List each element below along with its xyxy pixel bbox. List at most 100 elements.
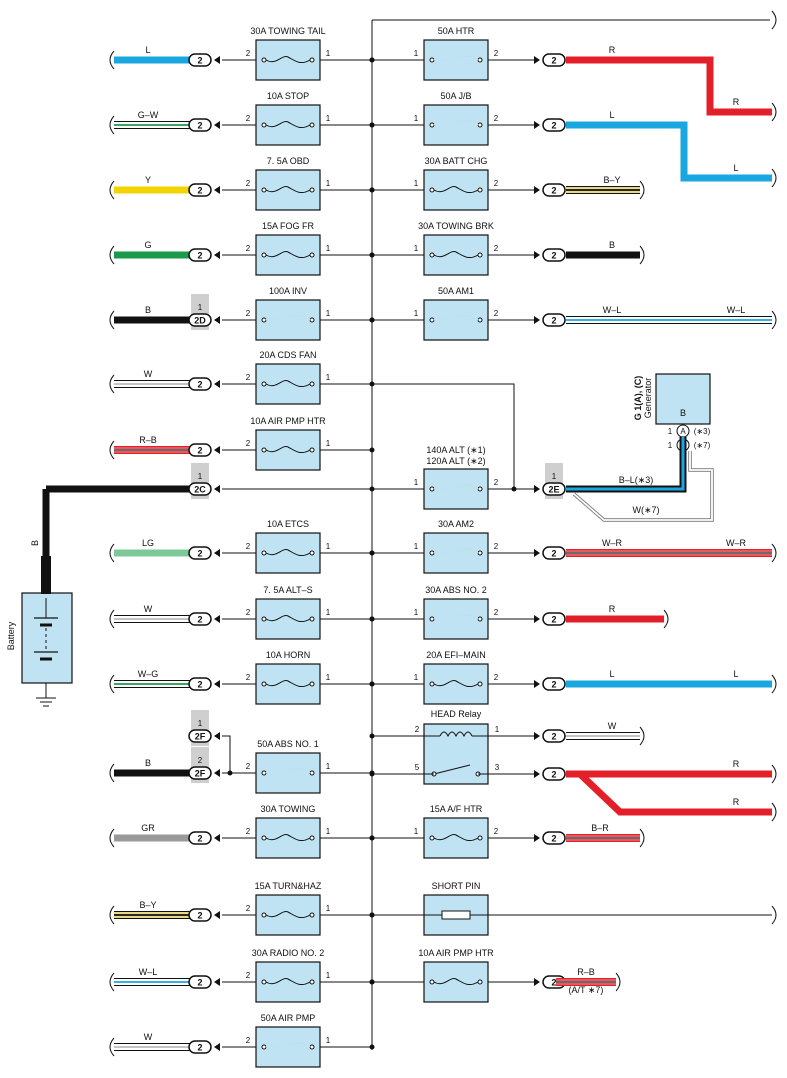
fuse-pin: 2	[494, 673, 499, 682]
fuse	[255, 817, 321, 859]
fuse	[423, 532, 489, 574]
fuse-terminal	[309, 770, 315, 776]
fuse-terminal	[429, 187, 435, 193]
fuse-terminal	[477, 122, 483, 128]
connector-body	[188, 313, 212, 327]
fuse-element	[433, 978, 479, 985]
fuse	[255, 752, 321, 794]
fuse-element	[433, 680, 479, 687]
fuse-terminal	[261, 252, 267, 258]
fuse-terminal	[429, 550, 435, 556]
terminal-arrow	[214, 121, 220, 129]
connector-label: 2	[197, 978, 202, 988]
fuse-pin: 1	[326, 971, 331, 980]
fuse-pin: 2	[246, 373, 251, 382]
fuse-terminal	[309, 616, 315, 622]
connector-body	[542, 248, 566, 262]
fuse-element	[433, 186, 479, 193]
fuse	[423, 104, 489, 146]
wire-right	[566, 316, 772, 324]
fuse-element	[265, 680, 311, 687]
wire-color-label: W–L	[603, 305, 622, 315]
fuse-pin: 2	[246, 244, 251, 253]
fuse-label: 10A AIR PMP HTR	[250, 416, 326, 426]
fuse	[255, 39, 321, 81]
fuse-pin: 1	[326, 608, 331, 617]
connector-label: 2D	[194, 316, 206, 326]
connector-pin-number: 2	[198, 756, 203, 765]
fuse-terminal	[261, 979, 267, 985]
fuse-terminal	[309, 122, 315, 128]
fuse-terminal	[261, 616, 267, 622]
connector-label: 2F	[195, 732, 206, 742]
fuse-label: 50A AM1	[438, 286, 474, 296]
wire-color-label: R	[609, 604, 616, 614]
wire-color-label: B	[609, 240, 615, 250]
wire-color-label: B	[30, 540, 40, 546]
generator-pin-a-label: A	[680, 427, 686, 436]
connector-body	[188, 908, 212, 922]
fuse-terminal	[261, 835, 267, 841]
junction-dot	[369, 681, 375, 687]
fuse-label: 120A ALT (∗2)	[426, 456, 485, 466]
relay-pin: 2	[415, 725, 420, 734]
fuse-pin: 1	[326, 827, 331, 836]
connector: 2	[534, 831, 566, 845]
wire-color-label: W–L	[727, 305, 746, 315]
fuse-terminal	[261, 317, 267, 323]
wire-feed	[372, 383, 515, 489]
fuse-pin: 1	[414, 179, 419, 188]
wire-right	[566, 732, 640, 740]
fuse-pin: 1	[414, 542, 419, 551]
fuse-pin: 2	[246, 904, 251, 913]
wire-break	[109, 828, 115, 848]
connector-body	[188, 118, 212, 132]
fuse-pin: 1	[326, 542, 331, 551]
terminal-arrow	[534, 186, 540, 194]
fuse-pin: 2	[246, 179, 251, 188]
fuse-terminal	[309, 681, 315, 687]
junction-dot	[369, 57, 375, 63]
relay-pin: 1	[495, 725, 500, 734]
connector-body	[542, 546, 566, 560]
fuse-pin: 2	[246, 114, 251, 123]
wire-right	[566, 834, 640, 842]
terminal-arrow	[534, 732, 540, 740]
connector-body	[542, 118, 566, 132]
terminal-arrow	[214, 380, 220, 388]
fuse	[255, 1026, 321, 1068]
connector-label: 2	[197, 615, 202, 625]
wire-color-label: W	[144, 1032, 153, 1042]
wire-color-label: G	[144, 240, 151, 250]
connector-label: 2	[197, 680, 202, 690]
connector-body	[188, 248, 212, 262]
fuse	[255, 104, 321, 146]
connector-label: 2	[197, 446, 202, 456]
terminal-arrow	[534, 56, 540, 64]
connector: 2	[188, 377, 220, 391]
relay-switch	[433, 764, 471, 775]
wire-break	[771, 764, 777, 784]
wire-left	[114, 446, 190, 454]
fuse-pin: 2	[494, 478, 499, 487]
connector: 2	[534, 313, 566, 327]
wire-color-label: L	[733, 669, 738, 679]
fuse-terminal	[261, 187, 267, 193]
connector-label: 2	[551, 56, 556, 66]
terminal-arrow	[534, 485, 540, 493]
fuse	[255, 894, 321, 936]
connector-body	[542, 767, 566, 781]
terminal-arrow	[214, 769, 220, 777]
connector: 2	[188, 53, 220, 67]
connector: 2	[188, 183, 220, 197]
fuse-label: 50A ABS NO. 1	[257, 739, 319, 749]
generator-pin-a-num: 1	[668, 427, 673, 436]
connector-label: 2	[551, 316, 556, 326]
connector-body	[188, 831, 212, 845]
fuse-element	[265, 615, 311, 622]
short-pin-element	[441, 910, 471, 920]
fuse-label: 30A TOWING	[261, 804, 316, 814]
terminal-arrow	[534, 316, 540, 324]
fuse-terminal	[261, 447, 267, 453]
wire-break	[639, 245, 645, 265]
